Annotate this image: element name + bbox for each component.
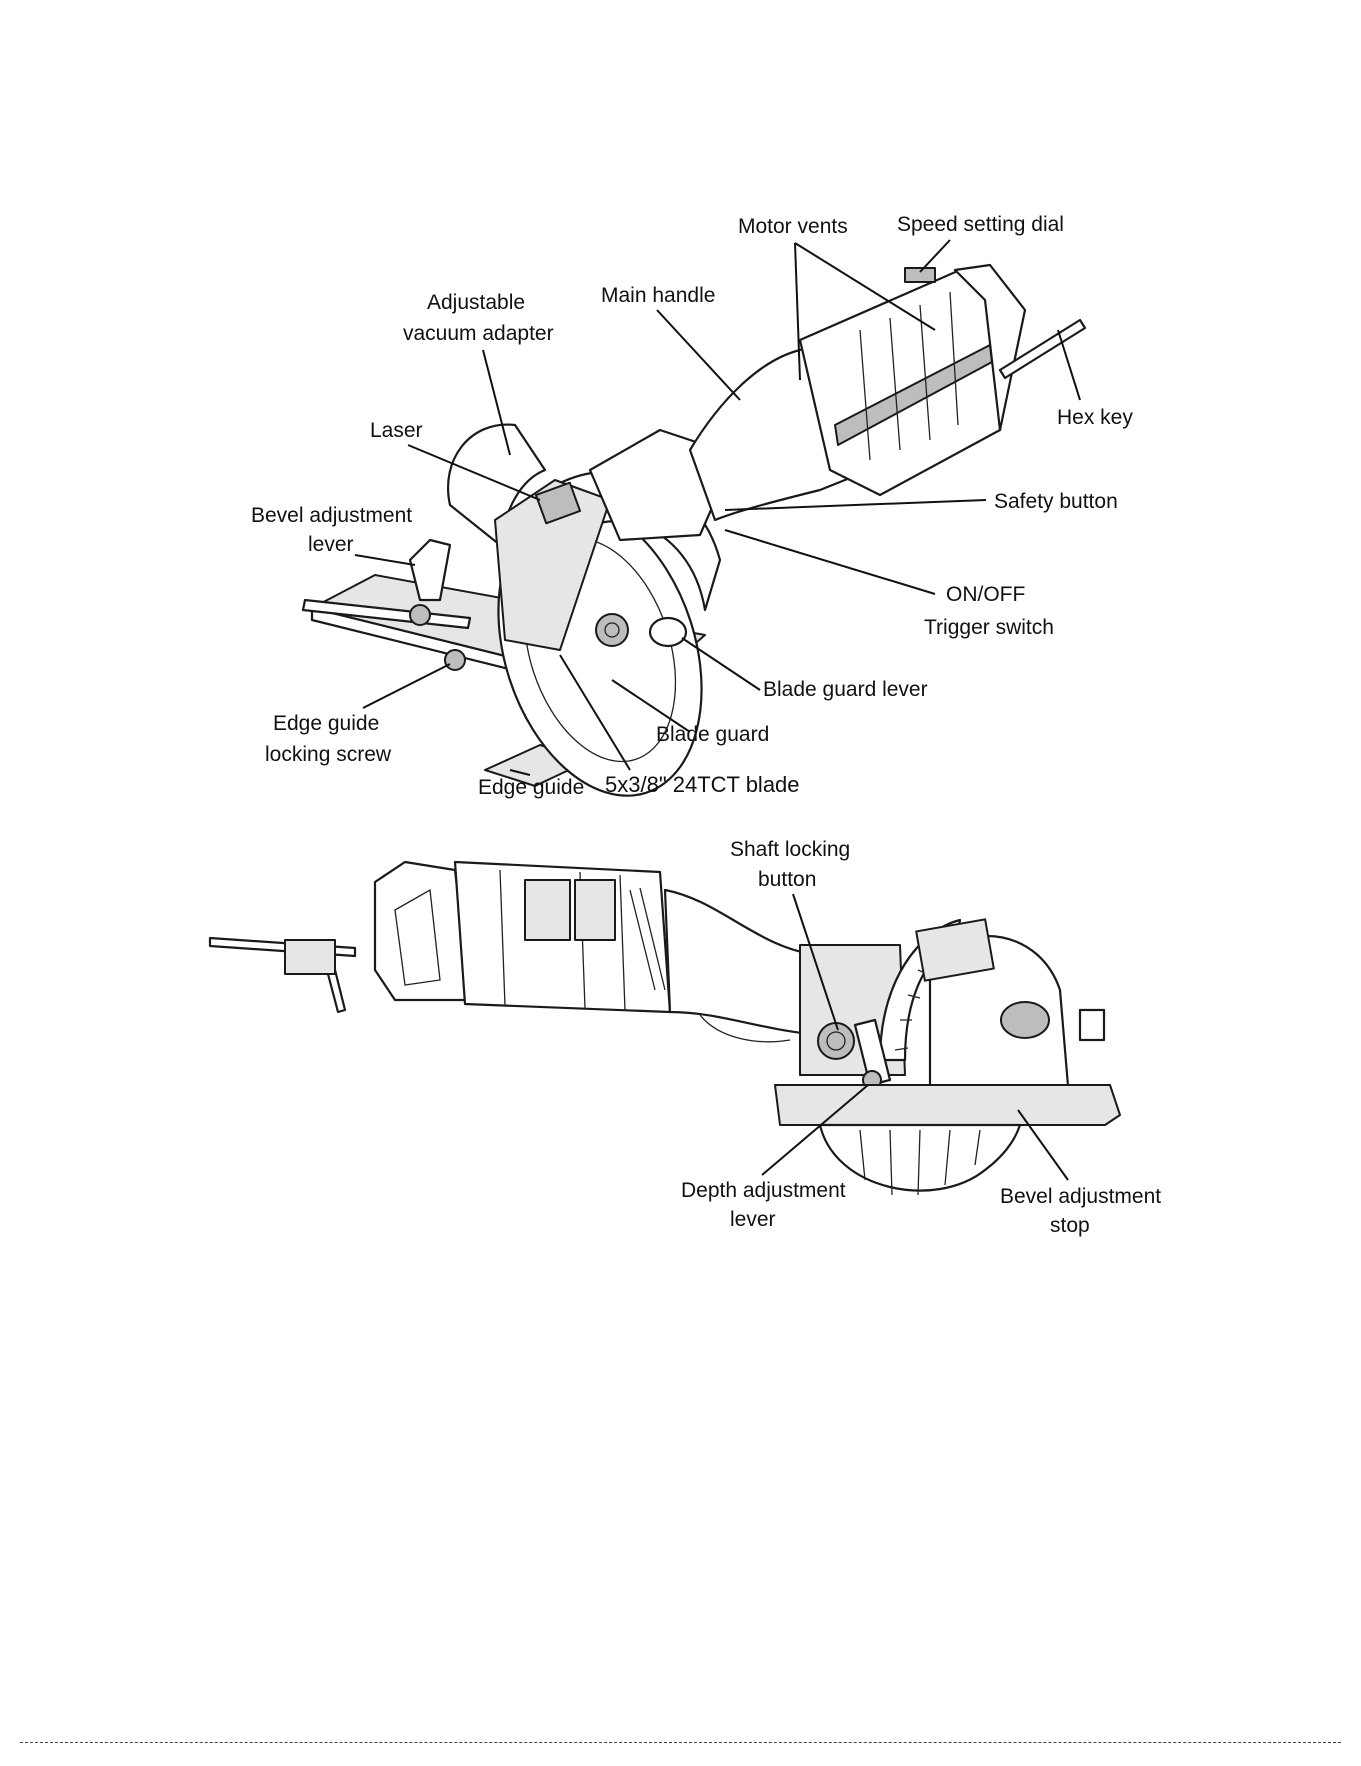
label-bevel-adjustment-lever-1: Bevel adjustment	[251, 504, 412, 527]
front-knob-side	[1080, 1010, 1104, 1040]
label-edge-guide-locking-screw-1: Edge guide	[273, 712, 379, 735]
label-shaft-locking-button-2: button	[758, 868, 816, 891]
vacuum-port-side	[1001, 1002, 1049, 1038]
shaft-lock-button	[818, 1023, 854, 1059]
label-blade-guard-lever: Blade guard lever	[763, 678, 928, 701]
label-main-handle: Main handle	[601, 284, 715, 307]
label-bevel-adjustment-stop-1: Bevel adjustment	[1000, 1185, 1161, 1208]
label-bevel-adjustment-lever-2: lever	[308, 533, 354, 556]
blade-guard-lever-knob	[650, 618, 686, 646]
label-depth-adjustment-lever-2: lever	[730, 1208, 776, 1231]
blade-arbor	[596, 614, 628, 646]
label-blade: 5x3/8" 24TCT blade	[605, 772, 800, 797]
label-depth-adjustment-lever-1: Depth adjustment	[681, 1179, 846, 1202]
bevel-knob	[410, 605, 430, 625]
label-speed-setting-dial: Speed setting dial	[897, 213, 1064, 236]
label-adjustable-vacuum-adapter-1: Adjustable	[427, 291, 525, 314]
speed-dial	[905, 268, 935, 282]
label-on-off-1: ON/OFF	[946, 583, 1025, 606]
label-edge-guide: Edge guide	[478, 776, 584, 799]
handle-side	[665, 890, 820, 1035]
motor-body	[800, 270, 1000, 495]
label-adjustable-vacuum-adapter-2: vacuum adapter	[403, 322, 554, 345]
label-hex-key: Hex key	[1057, 406, 1133, 429]
label-laser: Laser	[370, 419, 423, 442]
label-on-off-2: Trigger switch	[924, 616, 1054, 639]
saw-illustration-bottom	[210, 862, 1120, 1195]
label-safety-button: Safety button	[994, 490, 1118, 513]
label-bevel-adjustment-stop-2: stop	[1050, 1214, 1090, 1237]
page-bottom-rule	[20, 1742, 1341, 1743]
hex-key-holder	[285, 940, 335, 974]
label-shaft-locking-button-1: Shaft locking	[730, 838, 850, 861]
label-blade-guard: Blade guard	[656, 723, 769, 746]
label-motor-vents: Motor vents	[738, 215, 848, 238]
motor-panel-2	[575, 880, 615, 940]
label-edge-guide-locking-screw-2: locking screw	[265, 743, 392, 766]
motor-panel-1	[525, 880, 570, 940]
laser-housing-side	[916, 919, 994, 980]
edge-guide-screw	[445, 650, 465, 670]
